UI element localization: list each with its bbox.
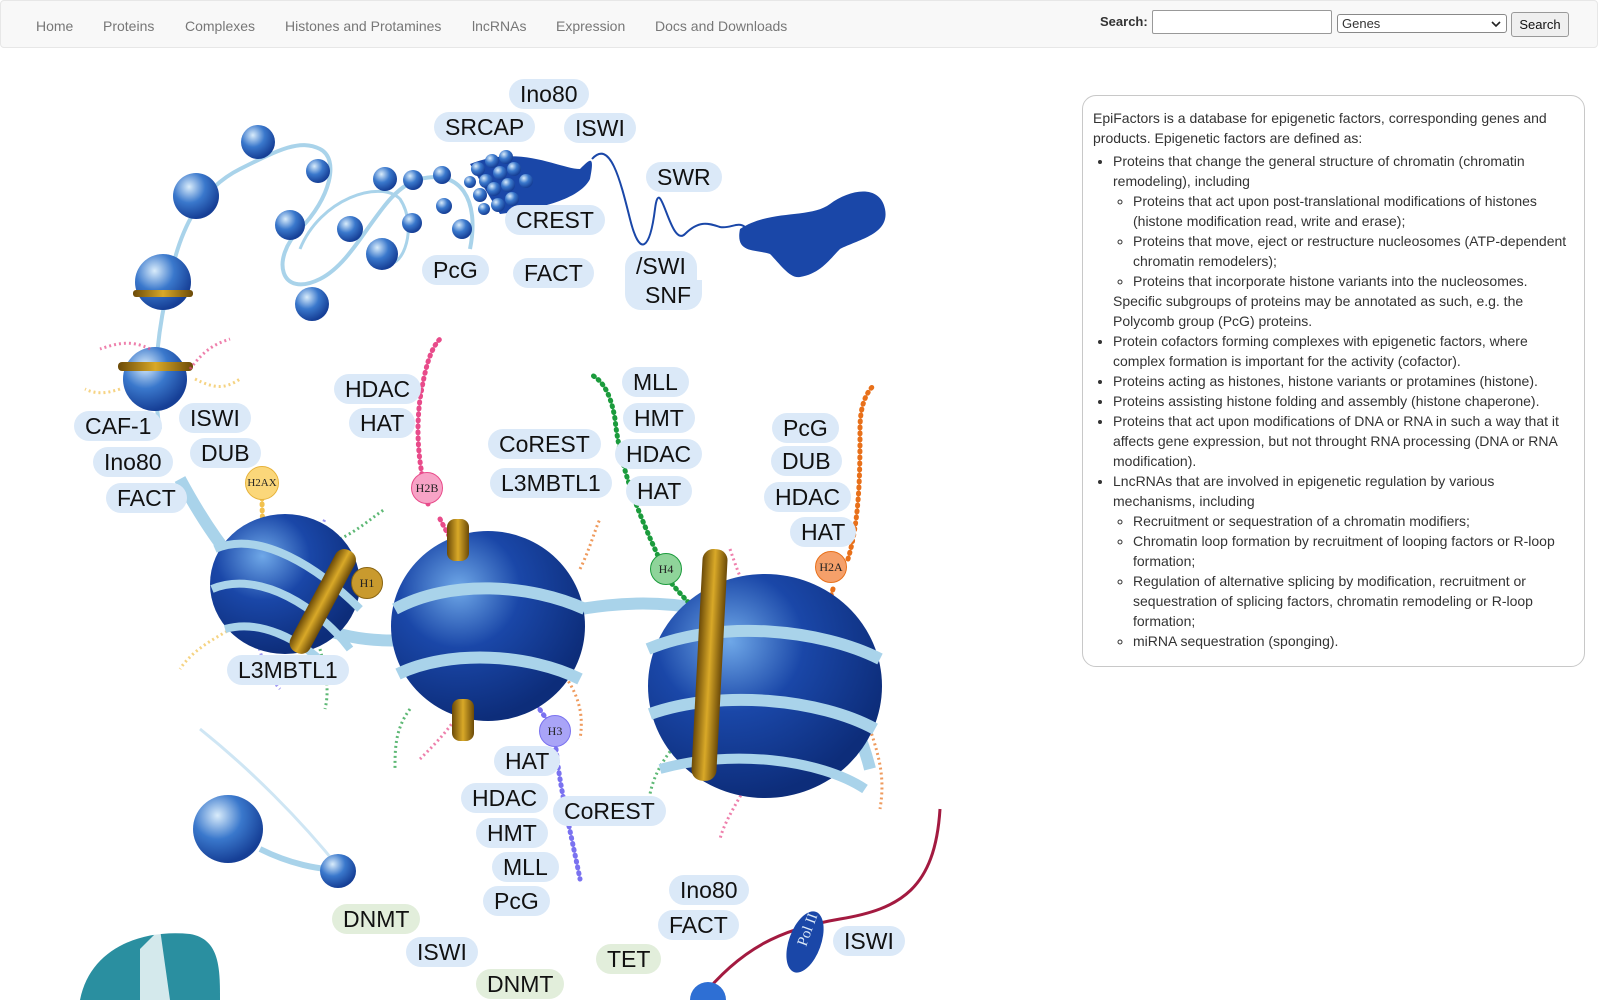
list-item: Proteins that act upon post-translationa… [1133,191,1574,231]
tag-pcg-h2a[interactable]: PcG [772,413,839,443]
list-item: Proteins that incorporate histone varian… [1133,271,1574,291]
tag-caf1[interactable]: CAF-1 [74,411,163,441]
list-item: Proteins that move, eject or restructure… [1133,231,1574,271]
chevron-down-icon [1491,21,1501,28]
tag-hat-h2a[interactable]: HAT [790,517,857,547]
list-item: miRNA sequestration (sponging). [1133,631,1574,651]
mark-h2b[interactable]: H2B [411,472,443,504]
tag-pcg[interactable]: PcG [422,255,489,285]
list-item: Regulation of alternative splicing by mo… [1133,571,1574,631]
list-item: Chromatin loop formation by recruitment … [1133,531,1574,571]
list-item: LncRNAs that are involved in epigenetic … [1113,471,1574,651]
tag-dub-h2ax[interactable]: DUB [190,438,261,468]
lncrna-sublist: Recruitment or sequestration of a chroma… [1113,511,1574,651]
remodeling-sublist: Proteins that act upon post-translationa… [1113,191,1574,291]
lncrna-text: LncRNAs that are involved in epigenetic … [1113,473,1495,509]
mark-h3[interactable]: H3 [539,715,571,747]
tag-ino80-bottom[interactable]: Ino80 [669,875,749,905]
nav-docs-downloads[interactable]: Docs and Downloads [655,18,788,34]
list-item: Proteins assisting histone folding and a… [1113,391,1574,411]
chromatin-artwork: Pol II [80,125,942,1000]
tag-dub-h2a[interactable]: DUB [771,446,842,476]
tag-l3mbtl1-left[interactable]: L3MBTL1 [227,655,349,685]
search-input[interactable] [1152,10,1332,34]
tag-hat-h2b[interactable]: HAT [349,408,416,438]
tag-swi[interactable]: /SWI [625,251,697,281]
tag-corest[interactable]: CoREST [488,429,601,459]
list-item: Proteins that change the general structu… [1113,151,1574,331]
list-item: Protein cofactors forming complexes with… [1113,331,1574,371]
tag-fact[interactable]: FACT [513,258,594,288]
remodeling-note: Specific subgroups of proteins may be an… [1113,293,1524,329]
chromatin-cluster [464,150,746,246]
epifactors-definition-box: EpiFactors is a database for epigenetic … [1082,95,1585,667]
tag-mll-h3[interactable]: MLL [492,852,559,882]
definition-list: Proteins that change the general structu… [1093,151,1574,651]
large-nucleosomes [210,514,883,798]
tag-iswi-bottom[interactable]: ISWI [406,937,478,967]
search-type-selected: Genes [1342,16,1381,31]
tag-l3mbtl1[interactable]: L3MBTL1 [490,468,612,498]
chromosome [739,191,886,278]
tag-corest-h3[interactable]: CoREST [553,796,666,826]
tag-tet[interactable]: TET [596,944,662,974]
tag-swr[interactable]: SWR [646,162,722,192]
mark-h4[interactable]: H4 [650,553,682,585]
tag-dnmt-bottom[interactable]: DNMT [476,969,565,999]
bead-nucleosomes [118,125,472,411]
list-item: Recruitment or sequestration of a chroma… [1133,511,1574,531]
remodeling-text: Proteins that change the general structu… [1113,153,1525,189]
tag-hat-h3[interactable]: HAT [494,746,561,776]
mark-h2a[interactable]: H2A [815,551,847,583]
tag-hmt-h3[interactable]: HMT [476,818,548,848]
tag-mll-h4[interactable]: MLL [622,367,689,397]
mark-h2ax[interactable]: H2AX [245,466,279,500]
list-item: Proteins acting as histones, histone var… [1113,371,1574,391]
nav-proteins[interactable]: Proteins [103,18,155,34]
nav-home[interactable]: Home [36,18,74,34]
tag-dnmt[interactable]: DNMT [332,904,421,934]
tag-hdac-h4[interactable]: HDAC [615,439,703,469]
tag-hdac-h2a[interactable]: HDAC [764,482,852,512]
tag-iswi-polii[interactable]: ISWI [833,926,905,956]
tag-hdac-h3[interactable]: HDAC [461,783,549,813]
tag-hdac-h2b[interactable]: HDAC [334,374,422,404]
nav-lncrnas[interactable]: lncRNAs [472,18,527,34]
tag-iswi[interactable]: ISWI [564,113,636,143]
tag-iswi-left[interactable]: ISWI [179,403,251,433]
intro-text: EpiFactors is a database for epigenetic … [1093,110,1547,146]
tag-srcap[interactable]: SRCAP [434,112,536,142]
tag-hat-h4[interactable]: HAT [626,476,693,506]
search-label: Search: [1100,14,1148,29]
search-type-select[interactable]: Genes [1337,14,1507,33]
tag-fact-bottom[interactable]: FACT [658,910,739,940]
nav-histones-protamines[interactable]: Histones and Protamines [285,18,442,34]
tag-ino80[interactable]: Ino80 [509,79,589,109]
nav-complexes[interactable]: Complexes [185,18,256,34]
tag-crest[interactable]: CREST [505,205,605,235]
chromatin-illustration: Pol II H2AX H2B H1 H4 H2A H3 Ino80 SRCAP… [0,49,1080,1000]
nav-expression[interactable]: Expression [556,18,626,34]
mark-h1[interactable]: H1 [351,567,383,599]
top-navbar: Home Proteins Complexes Histones and Pro… [0,0,1598,48]
tag-ino80-left[interactable]: Ino80 [93,447,173,477]
tag-snf[interactable]: SNF [625,280,702,310]
tag-hmt-h4[interactable]: HMT [623,403,695,433]
tag-fact-left[interactable]: FACT [106,483,187,513]
search-button[interactable]: Search [1511,12,1569,37]
tag-pcg-h3[interactable]: PcG [483,886,550,916]
pol-ii-enzyme [786,911,824,973]
list-item: Proteins that act upon modifications of … [1113,411,1574,471]
